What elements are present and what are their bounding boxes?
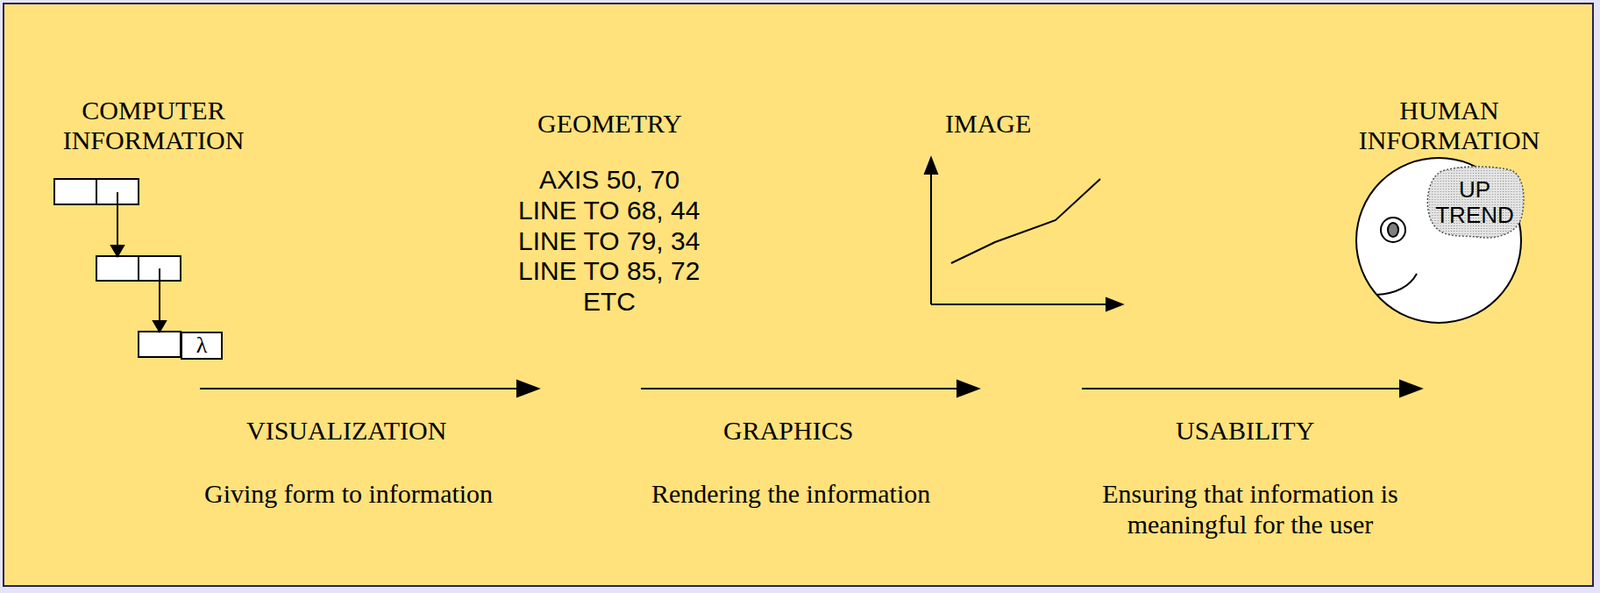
smile <box>1376 273 1417 295</box>
pupil <box>1387 222 1399 237</box>
arrow-head <box>1106 298 1123 311</box>
geometry-command: AXIS 50, 70 <box>539 163 680 195</box>
eye <box>1380 217 1406 242</box>
arrow-head <box>517 380 539 397</box>
arrow-head <box>957 380 979 397</box>
chart-axis <box>930 171 932 305</box>
process-arrow <box>640 387 962 390</box>
step-description: Rendering the information <box>651 477 931 509</box>
arrow-head <box>153 320 166 332</box>
step-description: Ensuring that information is meaningful … <box>1092 477 1408 540</box>
chart-axis <box>931 303 1109 306</box>
brain-region: UP TREND <box>1423 164 1526 241</box>
list-cell <box>96 256 139 281</box>
stage-heading: HUMAN INFORMATION <box>1344 95 1555 156</box>
step-description: Giving form to information <box>204 477 493 509</box>
geometry-command: LINE TO 79, 34 <box>518 225 700 256</box>
process-arrow <box>199 387 522 390</box>
linked-list <box>54 178 181 357</box>
step-name: GRAPHICS <box>723 415 854 446</box>
step-name: USABILITY <box>1175 415 1315 446</box>
stage-heading: GEOMETRY <box>537 108 683 139</box>
brain-outline <box>1427 166 1524 238</box>
arrow-head <box>924 157 938 174</box>
stage-arrows <box>199 380 1422 397</box>
node-text: λ <box>196 333 208 358</box>
trend-line <box>951 178 1101 264</box>
pointer-line <box>158 268 161 323</box>
geometry-command: ETC <box>583 285 636 317</box>
geometry-command: LINE TO 68, 44 <box>518 194 700 226</box>
stage-heading: IMAGE <box>945 108 1032 139</box>
stage-heading: COMPUTER INFORMATION <box>48 95 259 156</box>
node-text: UP TREND <box>1427 177 1522 228</box>
line-chart <box>924 157 1123 311</box>
geometry-command: LINE TO 85, 72 <box>518 255 700 286</box>
list-cell <box>54 178 97 205</box>
arrow-head <box>1400 380 1422 397</box>
step-name: VISUALIZATION <box>246 415 447 446</box>
pointer-line <box>116 192 119 248</box>
arrow-head <box>111 245 124 256</box>
list-cell: λ <box>180 331 223 360</box>
list-cell <box>138 331 181 357</box>
process-arrow <box>1081 387 1405 390</box>
